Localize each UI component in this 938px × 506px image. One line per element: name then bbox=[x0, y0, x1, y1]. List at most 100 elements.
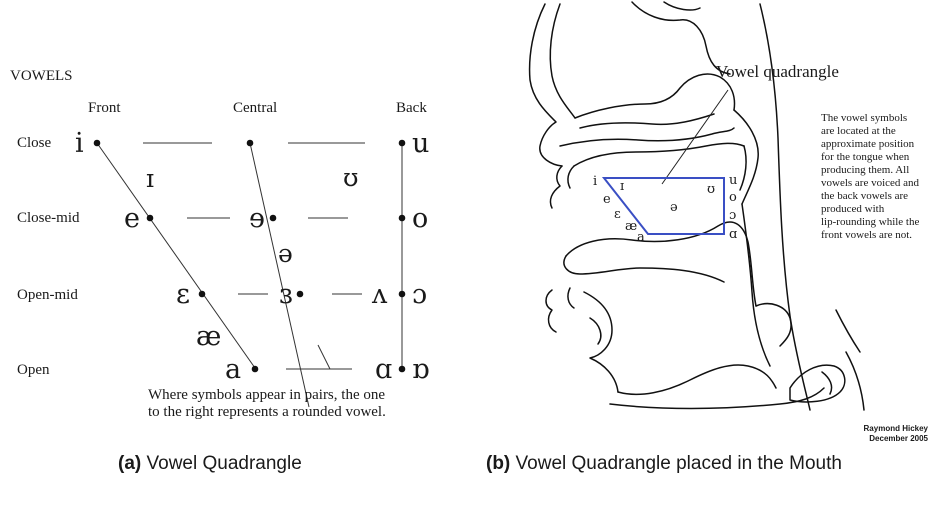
quadrangle-label: Vowel quadrangle bbox=[716, 62, 839, 81]
symbol-reversed-epsilon: ɜ bbox=[279, 279, 293, 310]
description-line-2: are located at the bbox=[821, 125, 896, 137]
face-outline-upper bbox=[530, 4, 562, 166]
quad-symbol-schwa: ə bbox=[670, 200, 678, 215]
velum-front bbox=[740, 146, 746, 190]
panel-b-mouth-diagram: Vowel quadrangle i ɪ e ɛ æ a ə ʊ u o ɔ ɑ… bbox=[530, 2, 929, 443]
description-line-1: The vowel symbols bbox=[821, 112, 907, 124]
tongue-underside bbox=[564, 256, 724, 282]
upper-teeth bbox=[568, 166, 574, 188]
caption-a: (a) Vowel Quadrangle bbox=[118, 453, 302, 475]
symbol-small-i: ɪ bbox=[146, 164, 154, 193]
panel-a-vowel-chart: VOWELS Front Central Back Close Close-mi… bbox=[10, 68, 429, 420]
pairs-note-line-2: to the right represents a rounded vowel. bbox=[148, 404, 386, 420]
dot-close-mid-central bbox=[270, 215, 277, 222]
symbol-closed-reversed-e: ɘ bbox=[249, 203, 265, 234]
symbol-epsilon: ɛ bbox=[176, 279, 190, 310]
description-line-3: approximate position bbox=[821, 138, 915, 150]
epiglottis bbox=[756, 304, 791, 346]
quad-symbol-alpha: ɑ bbox=[729, 227, 737, 242]
hard-palate-upper bbox=[560, 128, 734, 146]
chart-dots bbox=[94, 140, 406, 373]
chin-neck-line bbox=[618, 365, 776, 394]
description-line-9: lip-rounding while the bbox=[821, 216, 919, 228]
row-open-mid-label: Open-mid bbox=[17, 287, 78, 303]
quad-symbol-small-i: ɪ bbox=[620, 179, 624, 194]
quadrangle-leader-line bbox=[662, 90, 728, 184]
mandible-inner bbox=[590, 318, 601, 344]
nasal-bridge-inner bbox=[550, 4, 575, 118]
description-line-6: vowels are voiced and bbox=[821, 177, 920, 189]
row-open-label: Open bbox=[17, 362, 50, 378]
symbol-wedge: ʌ bbox=[371, 279, 388, 310]
vowels-heading: VOWELS bbox=[10, 68, 73, 84]
symbol-ae: æ bbox=[196, 321, 221, 352]
symbol-open-o: ɔ bbox=[412, 279, 427, 310]
quad-symbol-epsilon: ɛ bbox=[614, 207, 621, 222]
dot-close-mid-back bbox=[399, 215, 406, 222]
quad-symbol-upsilon: ʊ bbox=[707, 182, 715, 197]
symbol-upsilon: ʊ bbox=[343, 163, 359, 192]
column-front-label: Front bbox=[88, 100, 121, 116]
column-back-label: Back bbox=[396, 100, 427, 116]
mandible-front bbox=[584, 292, 618, 392]
description-line-8: produced with bbox=[821, 203, 885, 215]
column-central-label: Central bbox=[233, 100, 277, 116]
symbol-i: i bbox=[75, 128, 84, 159]
quadrangle-description: The vowel symbols are located at the app… bbox=[821, 112, 920, 241]
front-diagonal-line bbox=[97, 143, 255, 368]
dot-open-front bbox=[252, 366, 259, 373]
central-diagonal-line bbox=[250, 143, 309, 407]
dot-open-mid-central bbox=[297, 291, 304, 298]
symbol-u: u bbox=[412, 128, 429, 159]
throat-back bbox=[846, 352, 864, 410]
caption-a-text: Vowel Quadrangle bbox=[147, 453, 302, 474]
cranial-base-top bbox=[664, 2, 700, 10]
symbol-e: e bbox=[124, 203, 140, 234]
quad-symbol-o: o bbox=[729, 190, 737, 205]
row-close-mid-label: Close-mid bbox=[17, 210, 80, 226]
hard-palate-lower bbox=[574, 143, 744, 166]
dot-close-central bbox=[247, 140, 254, 147]
larynx bbox=[790, 365, 845, 402]
pharynx-front-wall bbox=[742, 204, 770, 366]
dot-close-back bbox=[399, 140, 406, 147]
quad-symbol-a: a bbox=[637, 230, 645, 245]
caption-b-text: Vowel Quadrangle placed in the Mouth bbox=[516, 453, 842, 474]
dot-close-front bbox=[94, 140, 101, 147]
description-line-5: producing them. All bbox=[821, 164, 909, 176]
credit-author: Raymond Hickey bbox=[864, 424, 929, 433]
pairs-note-line-1: Where symbols appear in pairs, the one bbox=[148, 387, 385, 403]
caption-b-tag: (b) bbox=[486, 453, 510, 474]
description-line-7: the back vowels are bbox=[821, 190, 908, 202]
spine-front bbox=[836, 310, 860, 352]
quad-symbol-ae: æ bbox=[625, 219, 637, 234]
credit-date: December 2005 bbox=[869, 434, 928, 443]
dot-open-mid-back bbox=[399, 291, 406, 298]
symbol-a: a bbox=[225, 354, 241, 385]
symbol-turned-alpha: ɒ bbox=[412, 354, 429, 385]
description-line-10: front vowels are not. bbox=[821, 229, 912, 241]
description-line-4: for the tongue when bbox=[821, 151, 910, 163]
neck-line bbox=[610, 388, 824, 409]
larynx-inner bbox=[822, 372, 832, 394]
lower-teeth bbox=[568, 288, 574, 308]
quad-symbol-u: u bbox=[729, 173, 737, 188]
quad-symbol-open-o: ɔ bbox=[729, 208, 736, 223]
row-close-label: Close bbox=[17, 135, 52, 151]
dot-open-mid-front bbox=[199, 291, 206, 298]
caption-a-tag: (a) bbox=[118, 453, 141, 474]
symbol-schwa: ə bbox=[278, 239, 293, 268]
nasal-cavity-roof bbox=[575, 74, 734, 118]
quad-symbol-e: e bbox=[603, 192, 611, 207]
dot-open-back bbox=[399, 366, 406, 373]
ipa-symbols: i u ɪ ʊ e ɘ o ə ɛ ɜ ʌ ɔ æ a ɑ ɒ bbox=[75, 128, 429, 385]
symbol-alpha: ɑ bbox=[375, 354, 392, 385]
open-tick-line bbox=[318, 345, 330, 369]
symbol-o: o bbox=[412, 203, 428, 234]
lower-lip bbox=[546, 290, 556, 332]
upper-lip bbox=[550, 166, 562, 208]
dot-close-mid-front bbox=[147, 215, 154, 222]
quad-symbol-i: i bbox=[593, 174, 597, 189]
caption-b: (b) Vowel Quadrangle placed in the Mouth bbox=[486, 453, 842, 475]
